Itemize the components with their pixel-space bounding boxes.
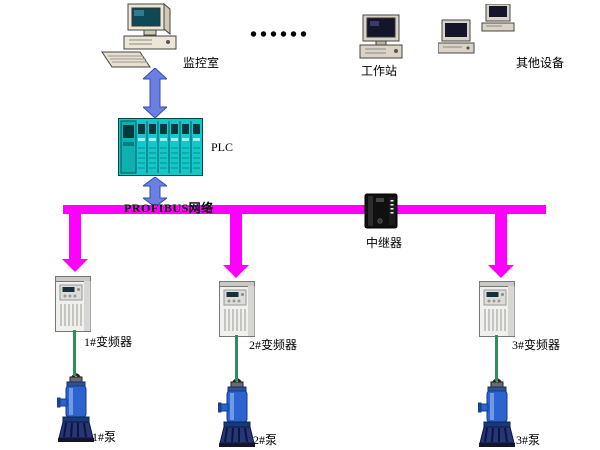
monitor-room-label: 监控室 [183,56,220,70]
pump-cable-1 [73,330,76,376]
profibus-bus-line [63,205,546,214]
other-devices-label: 其他设备 [516,56,565,70]
inverter-label-2: 2#变频器 [249,338,298,352]
desktop-computer-icon [100,2,195,70]
pump-icon-2 [218,376,256,448]
plc-label: PLC [211,140,234,154]
workstation-label: 工作站 [361,64,398,78]
pump-cable-3 [495,335,498,381]
pump-cable-2 [235,335,238,381]
bus-drop-arrow-3 [488,211,514,278]
repeater-label: 中继器 [366,236,403,250]
bus-drop-arrow-1 [62,211,88,272]
profibus-label: PROFIBUS网络 [124,201,214,215]
pump-icon-3 [478,376,516,448]
inverter-icon-3 [479,281,515,337]
ellipsis-dots: •••••• [250,24,311,46]
pump-label-1: 1#泵 [92,430,117,444]
inverter-label-1: 1#变频器 [84,335,133,349]
inverter-icon-2 [219,281,255,337]
pump-label-3: 3#泵 [516,433,541,447]
inverter-label-3: 3#变频器 [512,338,561,352]
pump-icon-1 [57,371,95,443]
other-devices-icon [438,4,516,62]
bus-drop-arrow-2 [223,211,249,278]
plc-bus-double-arrow-icon [143,177,167,207]
pump-label-2: 2#泵 [253,433,278,447]
inverter-icon-1 [55,276,91,332]
workstation-icon [356,14,406,64]
computer-plc-double-arrow-icon [143,68,167,118]
repeater-icon [362,193,400,229]
plc-rack-icon [118,118,203,176]
